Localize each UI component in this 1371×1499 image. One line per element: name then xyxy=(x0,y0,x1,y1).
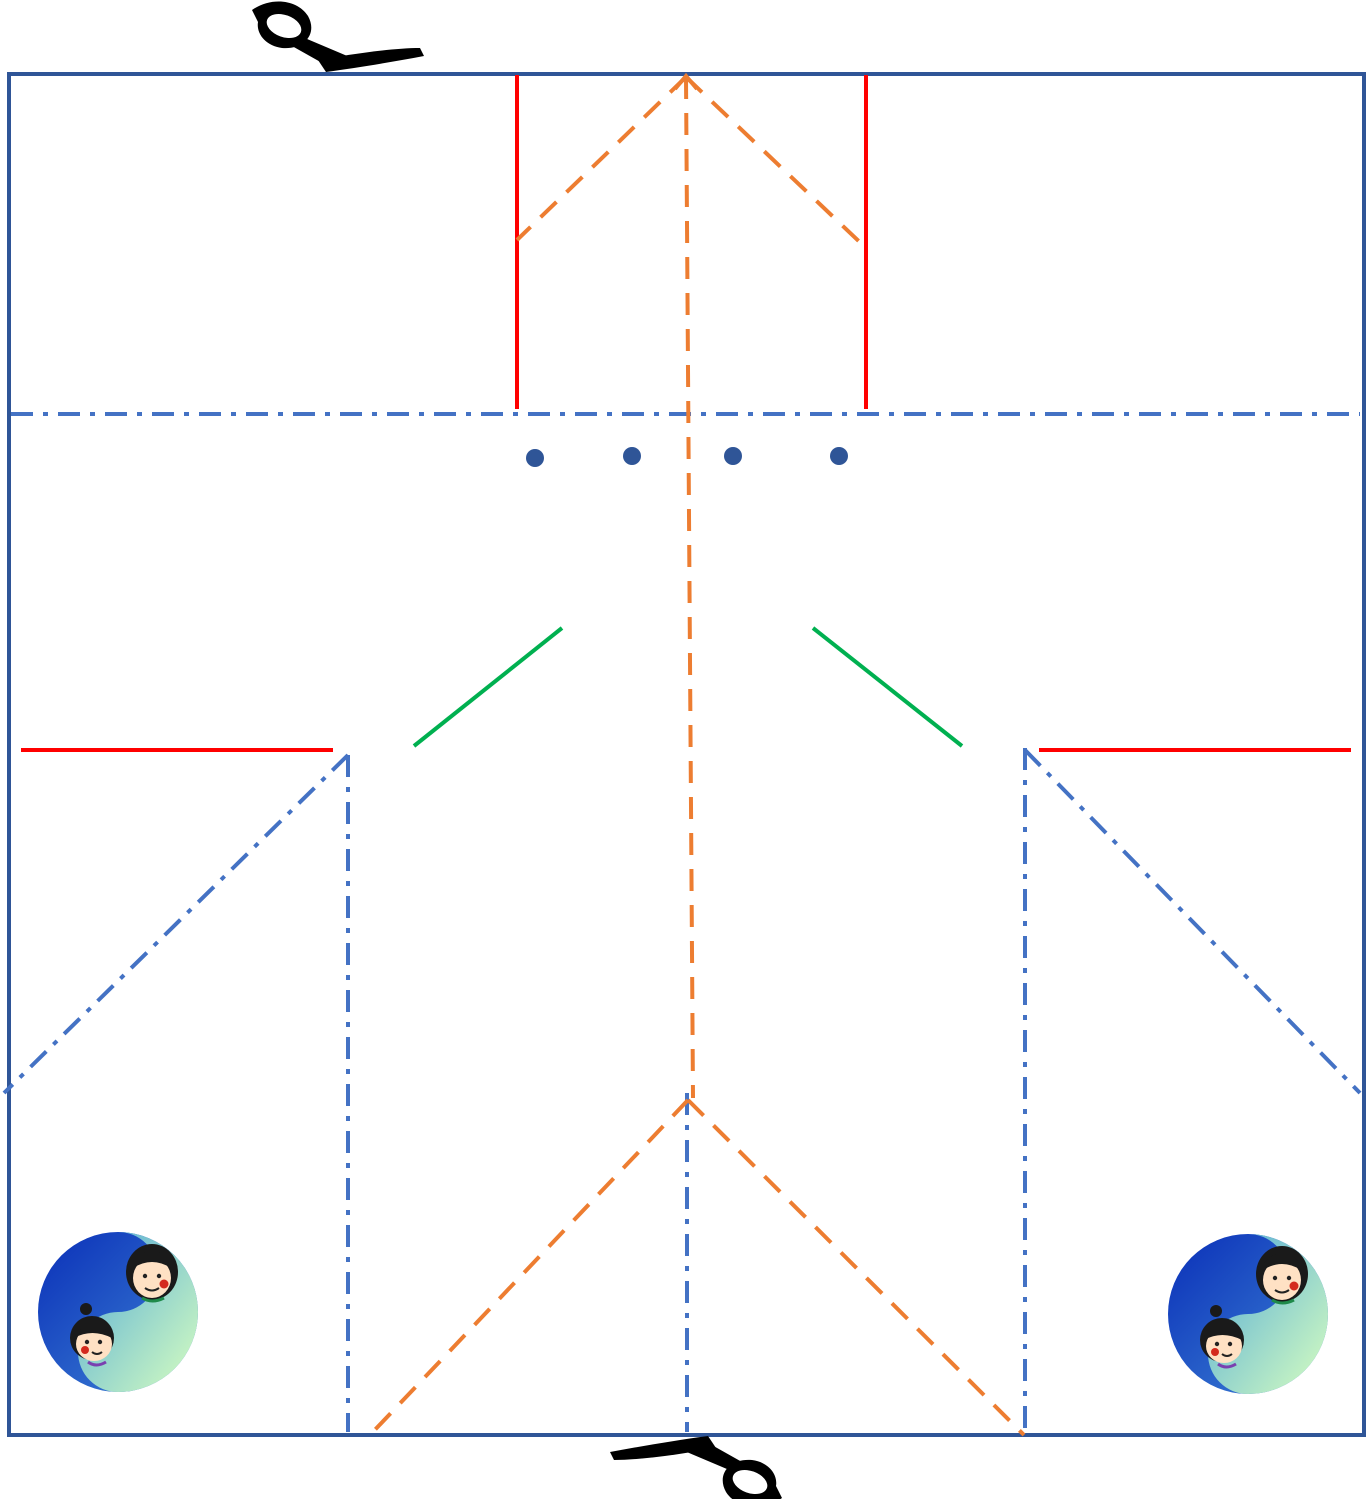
scissors-icon-bottom xyxy=(610,1436,782,1499)
fold-center-vertical xyxy=(684,76,695,1099)
dashed-folds xyxy=(368,75,1026,1437)
dot xyxy=(526,449,544,467)
cut-lines xyxy=(21,75,1351,752)
arrow-tip-icon xyxy=(673,72,699,91)
slit-lines xyxy=(412,626,964,748)
dashdot-folds xyxy=(2,412,1362,1432)
fold-top-left-diagonal xyxy=(515,75,688,242)
slit-right xyxy=(811,626,964,748)
marker-dots xyxy=(526,447,848,467)
fold-left-diagonal xyxy=(2,753,350,1095)
yin-yang-logo-right xyxy=(1166,1232,1330,1396)
fold-bottom-right-diagonal xyxy=(686,1098,1026,1437)
dot xyxy=(830,447,848,465)
yin-yang-logo-left xyxy=(36,1230,200,1394)
fold-bottom-left-diagonal xyxy=(368,1098,690,1437)
dot xyxy=(623,447,641,465)
fold-right-diagonal xyxy=(1023,748,1362,1095)
slit-left xyxy=(412,626,564,748)
fold-top-right-diagonal xyxy=(684,75,868,250)
scissors-icon-top xyxy=(252,1,424,72)
dot xyxy=(724,447,742,465)
